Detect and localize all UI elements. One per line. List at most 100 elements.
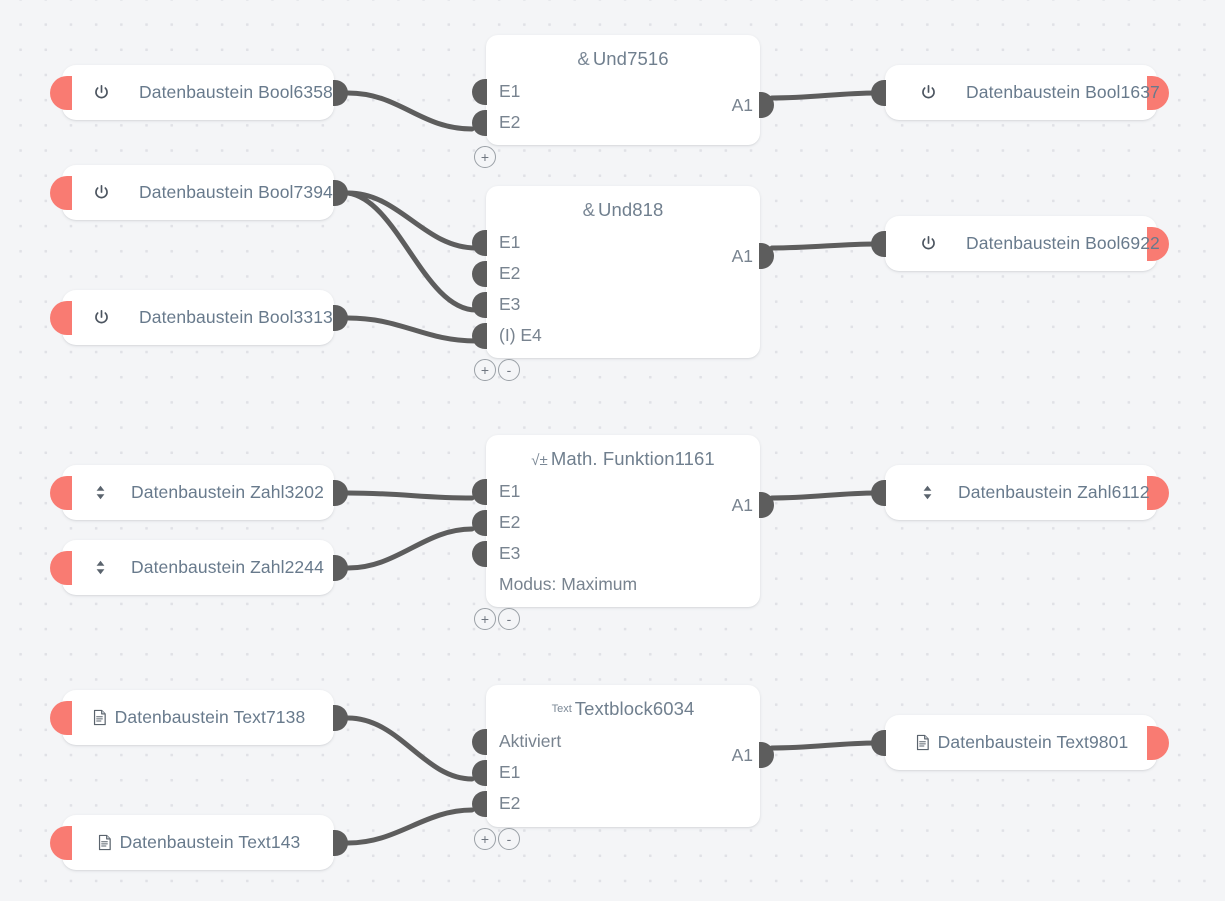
input-port[interactable] <box>472 291 487 318</box>
node-label: Datenbaustein Bool6922 <box>966 233 1160 253</box>
number-updown-icon <box>92 483 109 502</box>
output-port-label: A1 <box>731 94 753 115</box>
connection-wire[interactable] <box>345 526 475 571</box>
number-updown-icon <box>92 558 109 577</box>
output-row: A1 <box>731 92 774 118</box>
node-label: Datenbaustein Bool7394 <box>139 182 333 202</box>
output-port[interactable] <box>333 829 348 856</box>
text-glyph-icon: Text <box>551 703 572 715</box>
sink-node-text9801[interactable]: Datenbaustein Text9801 <box>871 715 1169 770</box>
power-icon <box>919 83 938 102</box>
source-node-text7138[interactable]: Datenbaustein Text7138 <box>50 690 348 745</box>
sqrt-glyph-icon: √± <box>531 452 548 469</box>
source-node-zahl2244[interactable]: Datenbaustein Zahl2244 <box>50 540 348 595</box>
node-label: Datenbaustein Bool1637 <box>966 82 1160 102</box>
power-icon <box>92 83 111 102</box>
input-port[interactable] <box>871 729 886 756</box>
input-row: E2 <box>472 507 760 538</box>
connection-wire[interactable] <box>345 190 479 251</box>
add-port-button[interactable]: + <box>474 146 496 168</box>
ampersand-glyph-icon: & <box>577 48 590 69</box>
output-port[interactable] <box>333 79 348 106</box>
output-port[interactable] <box>333 479 348 506</box>
input-row: E2 <box>472 258 760 289</box>
port-count-controls: + <box>474 146 496 168</box>
output-port[interactable] <box>333 704 348 731</box>
function-block-name: Und7516 <box>592 48 669 69</box>
input-port[interactable] <box>472 540 487 567</box>
output-row: A1 <box>731 243 774 269</box>
connection-wire[interactable] <box>769 740 879 751</box>
sink-node-zahl6112[interactable]: Datenbaustein Zahl6112 <box>871 465 1169 520</box>
output-port[interactable] <box>759 492 774 518</box>
input-port[interactable] <box>472 109 487 136</box>
input-port[interactable] <box>472 790 487 817</box>
ampersand-glyph-icon: & <box>582 199 596 220</box>
input-port[interactable] <box>472 260 487 287</box>
connection-wire[interactable] <box>769 490 879 501</box>
node-label: Datenbaustein Zahl6112 <box>958 482 1150 502</box>
input-port[interactable] <box>472 229 487 256</box>
output-port[interactable] <box>333 304 348 331</box>
connection-wire[interactable] <box>345 90 475 132</box>
input-port[interactable] <box>472 509 487 536</box>
input-port-label: E1 <box>499 232 521 252</box>
input-port-label: E3 <box>499 543 521 563</box>
sink-node-bool6922[interactable]: Datenbaustein Bool6922 <box>871 216 1169 271</box>
document-icon <box>914 733 931 752</box>
source-node-zahl3202[interactable]: Datenbaustein Zahl3202 <box>50 465 348 520</box>
input-port[interactable] <box>871 479 886 506</box>
remove-port-button[interactable]: - <box>498 608 520 630</box>
input-port-label: E3 <box>499 294 521 314</box>
node-endcap <box>50 550 72 585</box>
input-port[interactable] <box>871 79 886 106</box>
function-block-name: Math. Funktion1161 <box>550 448 715 469</box>
input-port[interactable] <box>472 78 487 105</box>
connection-wire[interactable] <box>769 241 879 251</box>
connection-wire[interactable] <box>345 190 479 313</box>
remove-port-button[interactable]: - <box>498 359 520 381</box>
output-port[interactable] <box>759 742 774 768</box>
input-port-label: E1 <box>499 762 521 782</box>
add-port-button[interactable]: + <box>474 359 496 381</box>
port-count-controls: +- <box>474 828 520 850</box>
node-label: Datenbaustein Bool6358 <box>139 82 333 102</box>
input-port[interactable] <box>472 759 487 786</box>
connection-wire[interactable] <box>345 315 479 344</box>
node-endcap <box>50 475 72 510</box>
input-port[interactable] <box>472 322 487 349</box>
output-row: A1 <box>732 492 774 518</box>
input-port[interactable] <box>472 478 487 505</box>
power-icon <box>92 308 111 327</box>
source-node-text143[interactable]: Datenbaustein Text143 <box>50 815 348 870</box>
sink-node-bool1637[interactable]: Datenbaustein Bool1637 <box>871 65 1169 120</box>
output-port[interactable] <box>333 554 348 581</box>
add-port-button[interactable]: + <box>474 828 496 850</box>
input-row: E2 <box>472 107 760 138</box>
connection-wire[interactable] <box>345 807 475 846</box>
input-row: E1 <box>472 476 760 507</box>
connection-wire[interactable] <box>769 90 879 101</box>
add-port-button[interactable]: + <box>474 608 496 630</box>
connection-wire[interactable] <box>345 715 475 782</box>
source-node-bool6358[interactable]: Datenbaustein Bool6358 <box>50 65 348 120</box>
output-port[interactable] <box>759 92 774 118</box>
input-port[interactable] <box>871 230 886 257</box>
source-node-bool3313[interactable]: Datenbaustein Bool3313 <box>50 290 348 345</box>
output-port-label: A1 <box>731 245 753 266</box>
source-node-bool7394[interactable]: Datenbaustein Bool7394 <box>50 165 348 220</box>
output-port[interactable] <box>759 243 774 269</box>
output-port-label: A1 <box>731 744 753 765</box>
remove-port-button[interactable]: - <box>498 828 520 850</box>
output-port[interactable] <box>333 179 348 206</box>
input-port[interactable] <box>472 728 487 755</box>
connection-wire[interactable] <box>345 490 475 501</box>
power-icon <box>92 183 111 202</box>
